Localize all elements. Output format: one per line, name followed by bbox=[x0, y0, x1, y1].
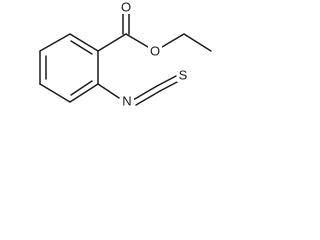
nitrogen-carbon-double-bond-b bbox=[135, 90, 161, 106]
carbonyl-oxygen-label: O bbox=[121, 0, 131, 15]
ester-oxygen-bg bbox=[148, 44, 162, 58]
chemical-structure: O O N S bbox=[39, 0, 212, 109]
sulfur-label: S bbox=[179, 68, 188, 83]
ethyl-bond bbox=[183, 33, 212, 52]
ester-oxygen-to-ch2-bond bbox=[161, 33, 185, 48]
carbonyl-to-ester-oxygen-bond bbox=[125, 33, 149, 48]
carbon-sulfur-double-bond-a bbox=[156, 75, 177, 87]
ring-to-nitrogen-bond bbox=[97, 83, 120, 99]
ester-group: O O bbox=[97, 0, 212, 59]
carbon-sulfur-double-bond-b bbox=[159, 80, 180, 92]
nitrogen-bg bbox=[120, 94, 134, 108]
ring-bond-top-left bbox=[39, 33, 71, 52]
ring-bond-top-right bbox=[69, 33, 99, 52]
ring-to-carbonyl-bond bbox=[97, 33, 127, 52]
ester-oxygen-label: O bbox=[150, 44, 160, 59]
ring-bond-bottom-left bbox=[39, 83, 71, 103]
ring-bond-bottom-right bbox=[69, 83, 99, 103]
ring-double-bond-bottom-right bbox=[70, 80, 93, 96]
benzene-ring bbox=[39, 33, 99, 103]
isothiocyanate-group: N S bbox=[97, 68, 190, 109]
nitrogen-label: N bbox=[122, 94, 131, 109]
sulfur-bg bbox=[177, 68, 190, 82]
carbonyl-oxygen-bg bbox=[119, 0, 133, 14]
ring-double-bond-top-right bbox=[70, 40, 93, 55]
nitrogen-carbon-double-bond-a bbox=[132, 85, 158, 101]
